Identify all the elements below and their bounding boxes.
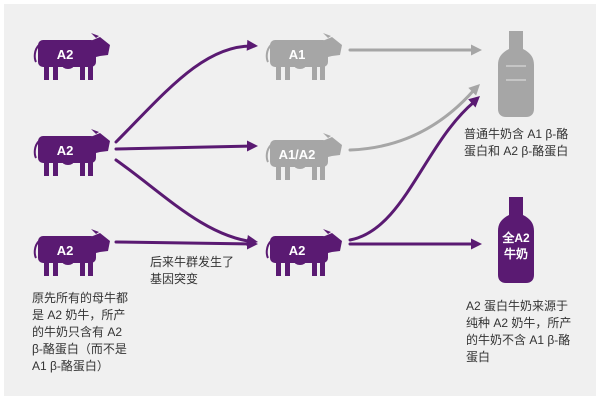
cow-icon: A2 [33,33,110,80]
milk-bottle-icon [498,31,534,117]
original-cows-caption: 原先所有的母牛都 是 A2 奶牛，所产 的牛奶只含有 A2 β-酪蛋白（而不是 … [32,290,128,375]
flow-arrow [114,140,258,152]
cow-icon: A2 [265,229,342,276]
caption-line: 的牛奶只含有 A2 [32,325,123,339]
caption-line: 的牛奶不含 A1 β-酪 [466,333,571,347]
flow-arrow [348,96,480,242]
cow-icon: A2 [33,129,110,176]
cow-icon: A1 [265,33,342,80]
caption-line: A1 β-酪蛋白） [32,359,109,373]
flow-arrow [114,238,258,250]
cow-icon: A1/A2 [265,133,342,180]
cow-label: A1/A2 [279,147,316,162]
caption-line: 蛋白和 A2 β-酪蛋白 [464,144,569,158]
flow-arrows [114,39,482,250]
flow-arrow [348,44,482,56]
bottle-label-line-2: 牛奶 [504,246,528,261]
caption-line: 是 A2 奶牛，所产 [32,308,126,322]
cow-icon: A2 [33,229,110,276]
caption-line: 蛋白 [466,350,491,364]
cow-label: A1 [289,47,306,62]
flow-arrow [348,84,480,152]
cow-label: A2 [57,47,74,62]
mutation-caption: 后来牛群发生了 基因突变 [150,254,234,288]
cow-label: A2 [57,143,74,158]
cow-label: A2 [57,243,74,258]
caption-line: 后来牛群发生了 [150,255,235,269]
caption-line: A2 蛋白牛奶来源于 [466,299,569,313]
flow-arrow [114,39,258,144]
caption-line: 原先所有的母牛都 [32,291,129,305]
regular-milk-caption: 普通牛奶含 A1 β-酪 蛋白和 A2 β-酪蛋白 [464,126,568,160]
milk-bottle-icon: 全A2 牛奶 [498,197,534,283]
caption-line: β-酪蛋白（而不是 [32,342,127,356]
bottle-label-line-1: 全A2 [501,230,530,245]
a2-milk-caption: A2 蛋白牛奶来源于 纯种 A2 奶牛，所产 的牛奶不含 A1 β-酪 蛋白 [466,298,571,366]
caption-line: 基因突变 [150,272,199,286]
caption-line: 纯种 A2 奶牛，所产 [466,316,572,330]
flow-arrow [114,158,258,246]
cow-label: A2 [289,243,306,258]
flow-arrow [348,238,482,250]
a2-milk-diagram: A2 A2 A2 A1 A1/A2 A2 全A2 牛奶 普通牛奶含 A1 β-酪… [4,4,596,396]
caption-line: 普通牛奶含 A1 β-酪 [464,127,569,141]
